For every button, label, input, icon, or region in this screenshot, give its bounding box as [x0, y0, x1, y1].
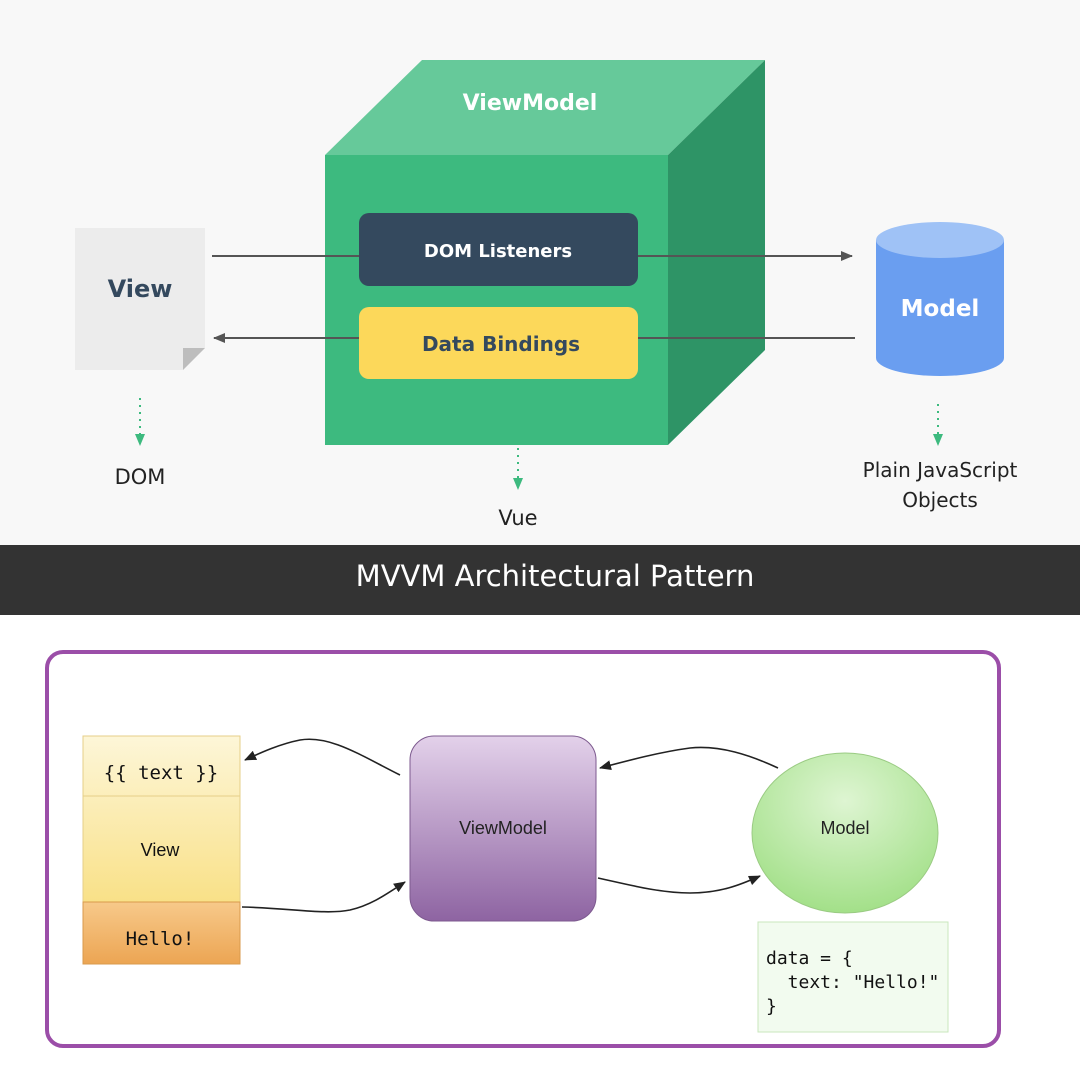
vue-caption: Vue — [498, 506, 537, 530]
dom-listeners-label: DOM Listeners — [424, 241, 572, 262]
plain-js-caption-line2: Objects — [902, 488, 978, 512]
model-label: Model — [901, 296, 980, 322]
data-bindings-label: Data Bindings — [422, 332, 580, 356]
top-mvvm-diagram: View ViewModel DOM Listeners Data Bindin… — [75, 60, 1018, 530]
banner-title: MVVM Architectural Pattern — [355, 559, 755, 593]
title-banner: MVVM Architectural Pattern — [0, 545, 1080, 615]
bottom-diagram-frame — [45, 650, 1001, 1048]
viewmodel-cube-label: ViewModel — [463, 91, 598, 116]
view-document-icon — [75, 228, 205, 370]
dom-listeners-box — [359, 213, 638, 286]
dom-caption: DOM — [115, 465, 166, 489]
data-bindings-box — [359, 307, 638, 379]
model-cylinder-icon — [876, 222, 1004, 376]
plain-js-caption-line1: Plain JavaScript — [863, 458, 1018, 482]
viewmodel-cube — [325, 60, 765, 445]
view-label: View — [108, 275, 173, 303]
